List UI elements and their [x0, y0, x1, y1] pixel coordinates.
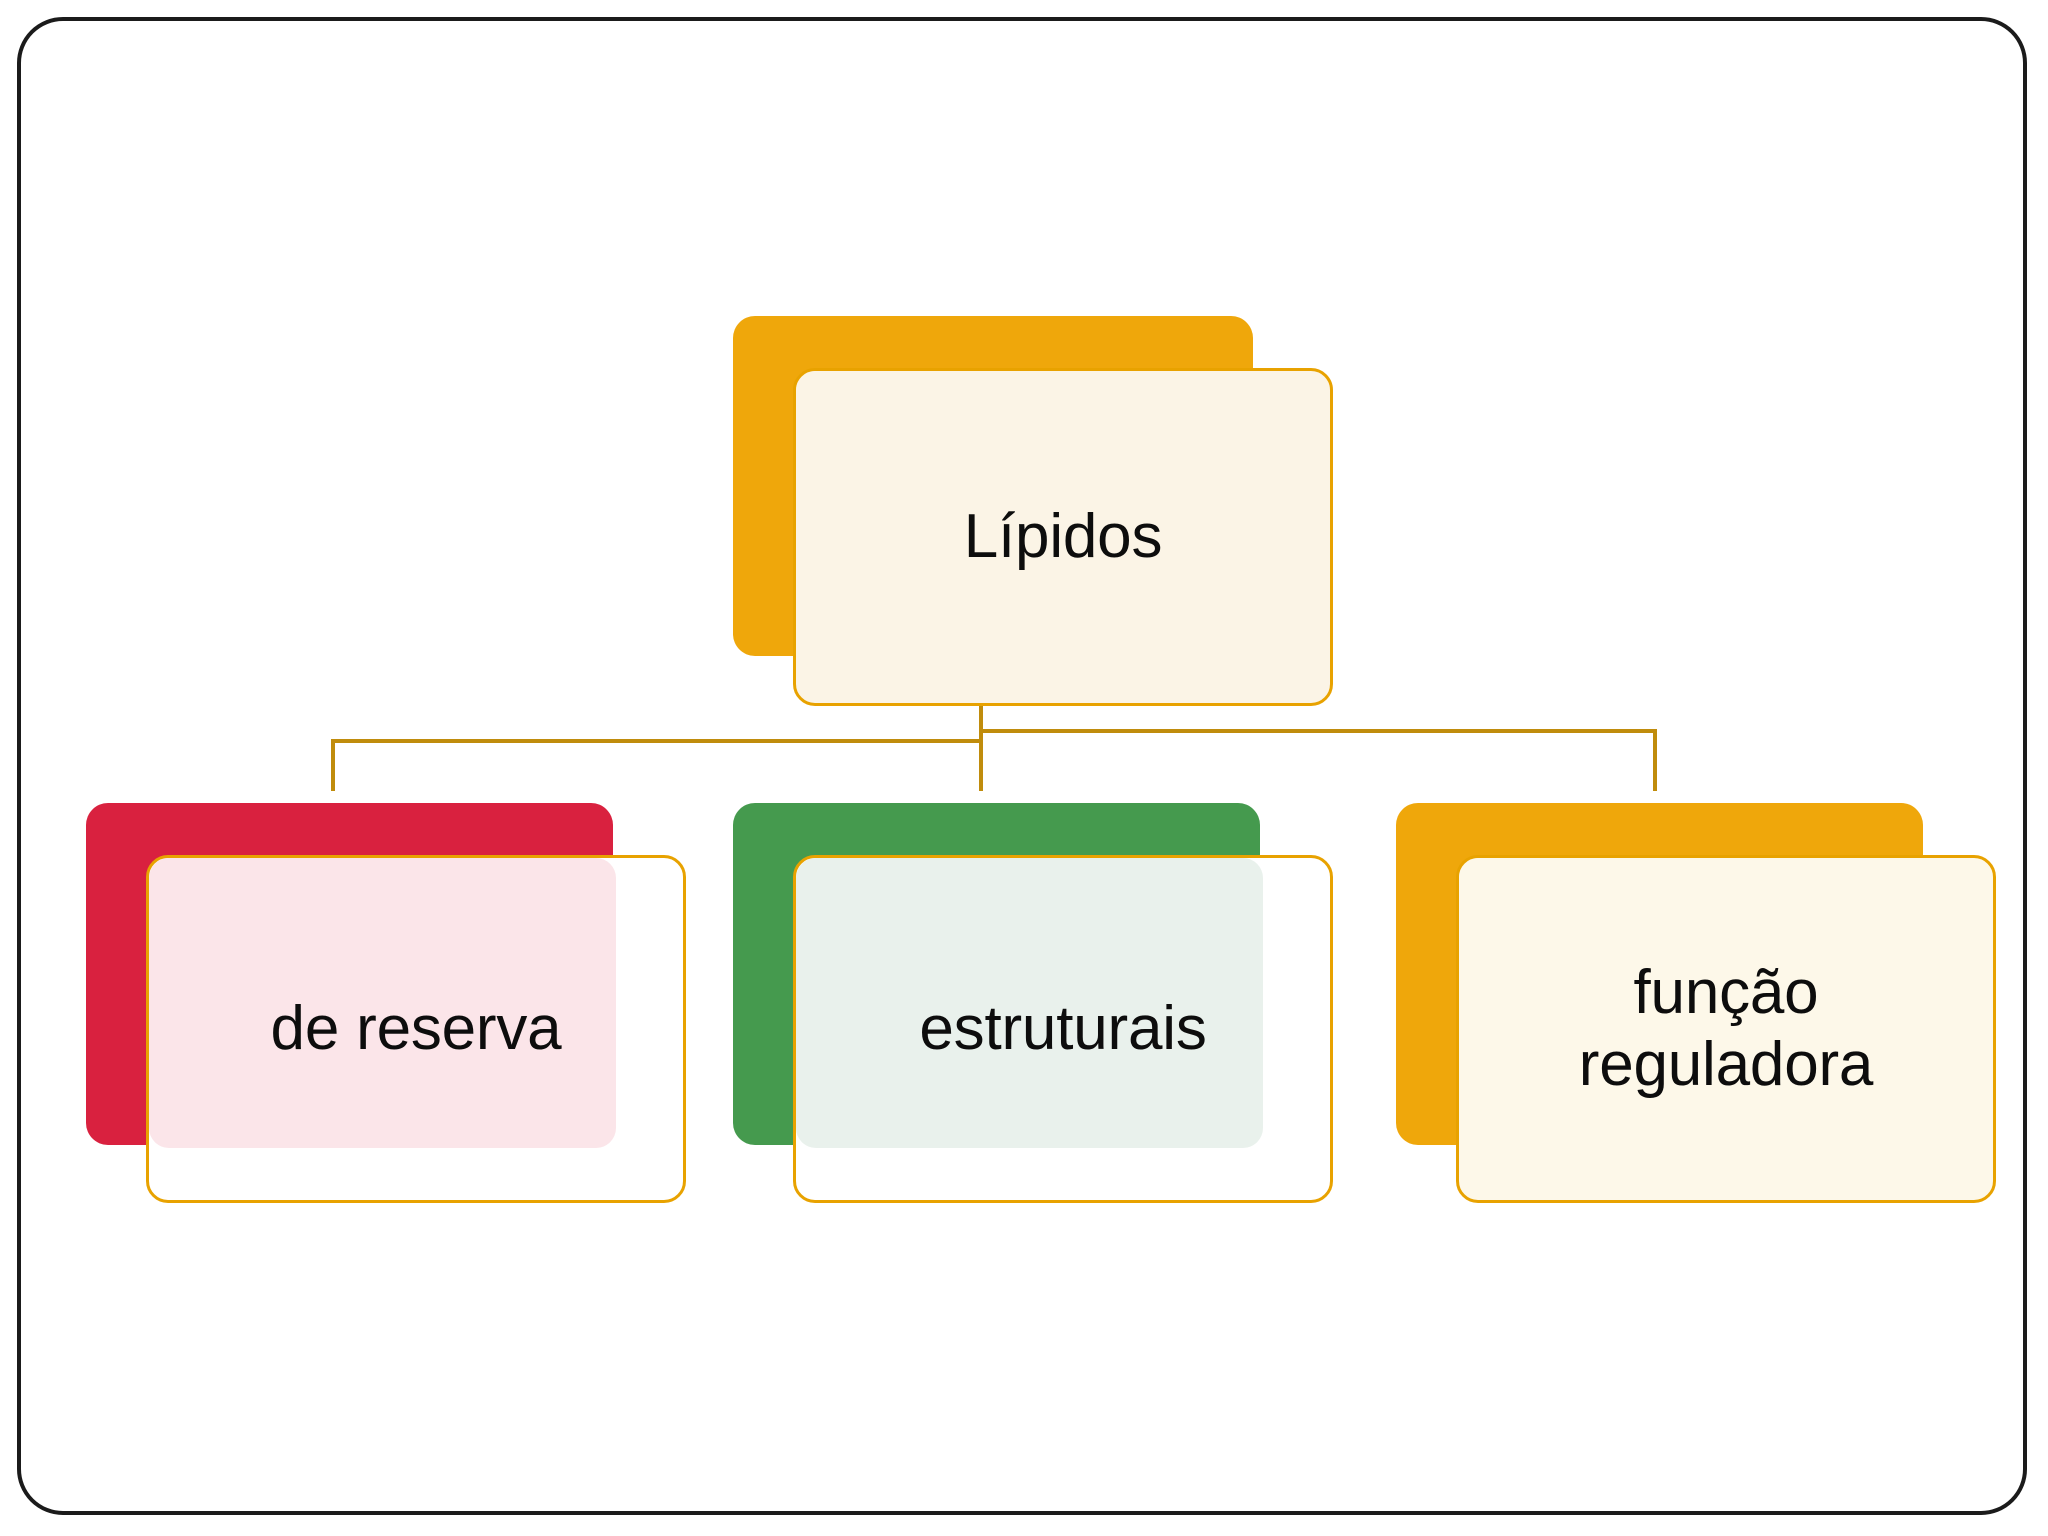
node-funcao-reguladora-card-fill: [1459, 858, 1926, 1148]
node-estruturais-label: estruturais: [919, 994, 1207, 1064]
node-funcao-reguladora[interactable]: função reguladora: [1396, 803, 1996, 1203]
connector-root-stem: [979, 678, 983, 756]
node-estruturais-label-wrap: estruturais: [796, 993, 1330, 1065]
node-de-reserva-card-fill: [149, 858, 616, 1148]
node-de-reserva[interactable]: de reserva: [86, 803, 686, 1203]
connector-drop-reserve: [331, 739, 335, 791]
node-funcao-reguladora-label-wrap: função reguladora: [1459, 957, 1993, 1101]
node-funcao-reguladora-label: função reguladora: [1578, 958, 1874, 1099]
node-de-reserva-card[interactable]: de reserva: [146, 855, 686, 1203]
node-estruturais-card-fill: [796, 858, 1263, 1148]
node-de-reserva-label-wrap: de reserva: [149, 993, 683, 1065]
node-root-label-wrap: Lípidos: [796, 501, 1330, 573]
node-estruturais[interactable]: estruturais: [733, 803, 1333, 1203]
node-root-card[interactable]: Lípidos: [793, 368, 1333, 706]
node-root-card-fill: [796, 371, 1258, 656]
slide-frame-border: Lípidos de reserva estruturais: [17, 17, 2027, 1515]
node-estruturais-card[interactable]: estruturais: [793, 855, 1333, 1203]
connector-horizontal-right: [979, 729, 1657, 733]
node-funcao-reguladora-card[interactable]: função reguladora: [1456, 855, 1996, 1203]
node-root-label: Lípidos: [963, 502, 1163, 572]
connector-drop-regulatory: [1653, 729, 1657, 791]
node-root[interactable]: Lípidos: [733, 316, 1333, 706]
connector-drop-structural: [979, 739, 983, 791]
node-de-reserva-label: de reserva: [270, 994, 562, 1064]
connector-horizontal-left: [331, 739, 983, 743]
